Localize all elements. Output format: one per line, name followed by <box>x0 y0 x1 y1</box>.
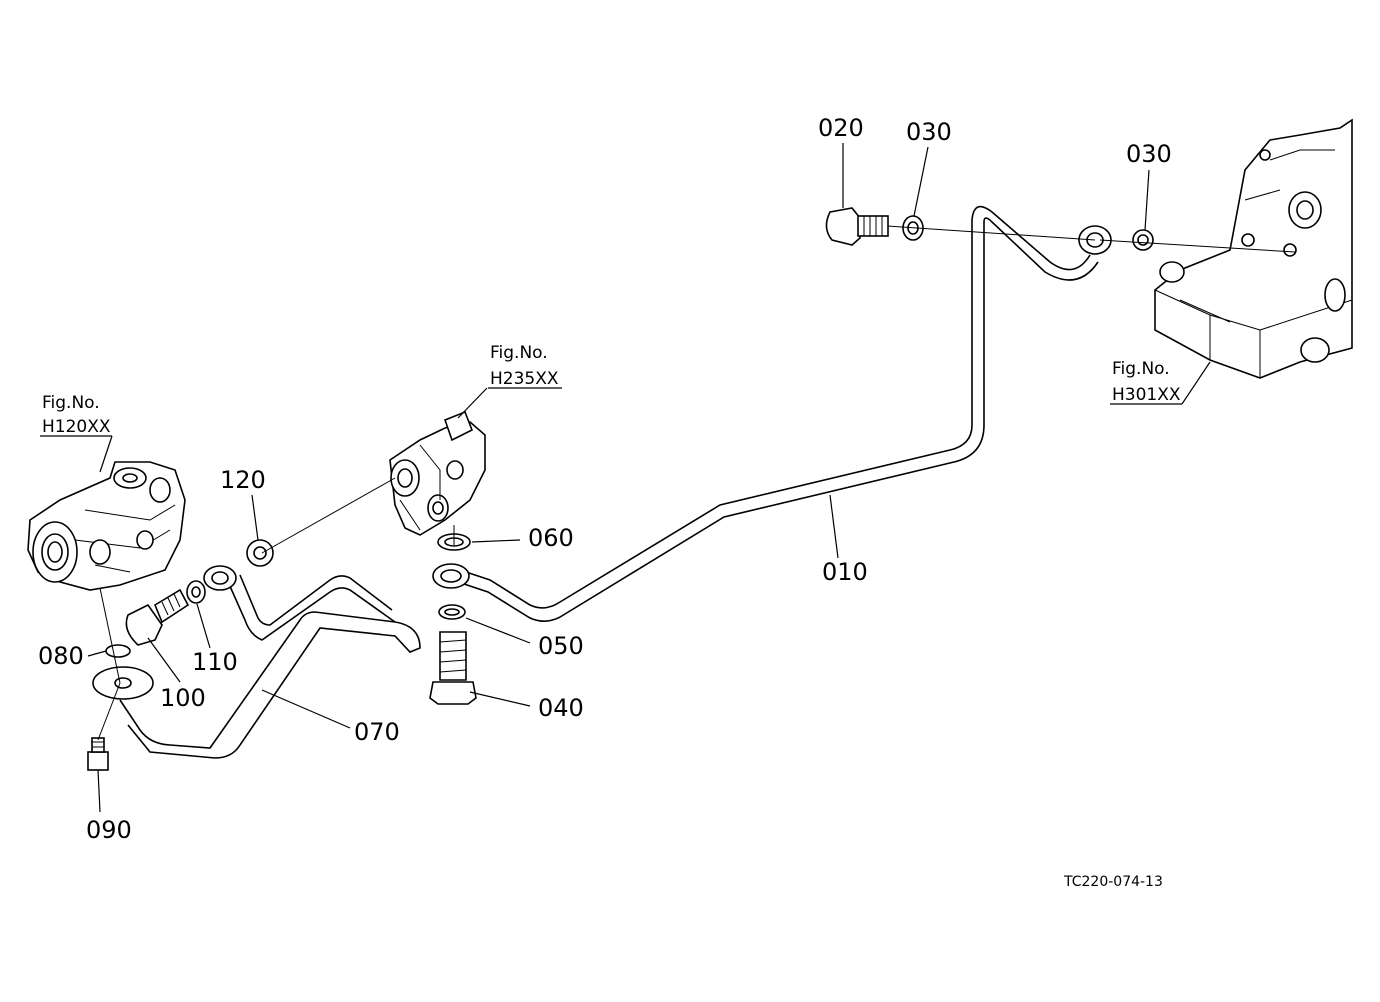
assembly-lines <box>97 225 1296 741</box>
callout-040: 040 <box>538 694 584 722</box>
callout-070: 070 <box>354 718 400 746</box>
nipple-090 <box>87 737 109 771</box>
washer-110 <box>186 580 206 604</box>
pipe-010 <box>457 205 1112 622</box>
callout-leaders <box>40 143 1211 813</box>
flange <box>92 666 154 700</box>
callout-120: 120 <box>220 466 266 494</box>
fig-ref-h235-line1: Fig.No. <box>490 343 548 363</box>
callout-080: 080 <box>38 642 84 670</box>
pipe-070 <box>119 565 421 759</box>
callout-030-right: 030 <box>1126 140 1172 168</box>
bolt-040 <box>429 631 477 705</box>
callout-050: 050 <box>538 632 584 660</box>
fig-ref-h120-line1: Fig.No. <box>42 393 100 413</box>
fig-ref-h120-line2: H120XX <box>42 417 111 437</box>
callout-090: 090 <box>86 816 132 844</box>
callout-100: 100 <box>160 684 206 712</box>
bolt-020 <box>825 207 889 246</box>
callout-060: 060 <box>528 524 574 552</box>
valve-block-illustration <box>389 410 486 536</box>
oring-080 <box>105 644 131 658</box>
washer-120 <box>246 539 274 567</box>
fig-ref-h301-line2: H301XX <box>1112 385 1181 405</box>
eye-joint <box>432 563 470 589</box>
fig-ref-h301-line1: Fig.No. <box>1112 359 1170 379</box>
callout-030-left: 030 <box>906 118 952 146</box>
callout-010: 010 <box>822 558 868 586</box>
washer-030-right <box>1132 229 1154 251</box>
bolt-100 <box>125 588 190 646</box>
callout-110: 110 <box>192 648 238 676</box>
callout-020: 020 <box>818 114 864 142</box>
hydraulic-pump-illustration <box>27 461 186 591</box>
washer-050 <box>438 604 466 620</box>
fig-ref-h235-line2: H235XX <box>490 369 559 389</box>
diagram-code: TC220-074-13 <box>1063 874 1163 890</box>
